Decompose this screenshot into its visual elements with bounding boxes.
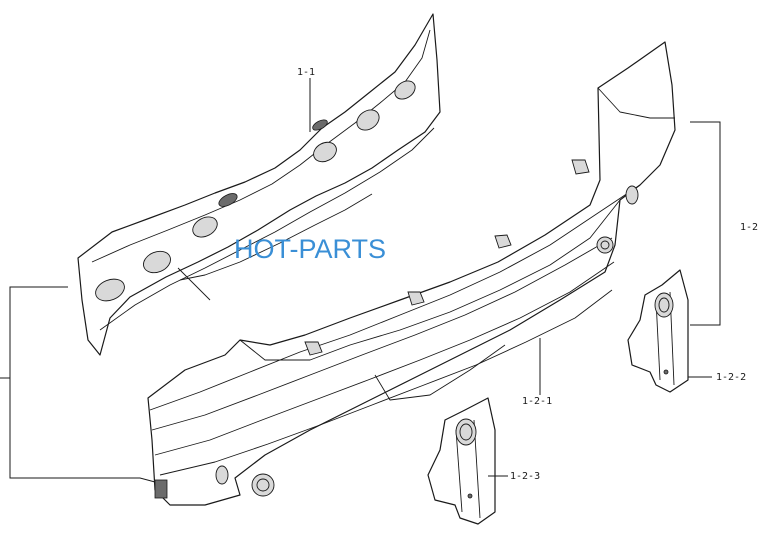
watermark-text: HOT-PARTS	[234, 234, 386, 264]
callout-1-1: 1-1	[297, 67, 315, 78]
callout-1-2-2: 1-2-2	[716, 372, 746, 383]
part-1-2-2-pillar	[627, 269, 689, 393]
callout-labels: 1-1 1-2 1-2-1 1-2-2 1-2-3	[297, 67, 758, 482]
leader-lines	[0, 78, 721, 483]
callout-1-2-3: 1-2-3	[510, 471, 540, 482]
part-1-2-3-pillar	[427, 397, 496, 525]
panel-round-cutouts	[154, 185, 639, 499]
part-1-2-1-lower-panel	[147, 41, 676, 506]
callout-1-2: 1-2	[740, 222, 758, 233]
panel-cutouts	[95, 80, 416, 302]
callout-1-2-1: 1-2-1	[522, 396, 552, 407]
part-1-1-upper-panel	[77, 13, 441, 356]
